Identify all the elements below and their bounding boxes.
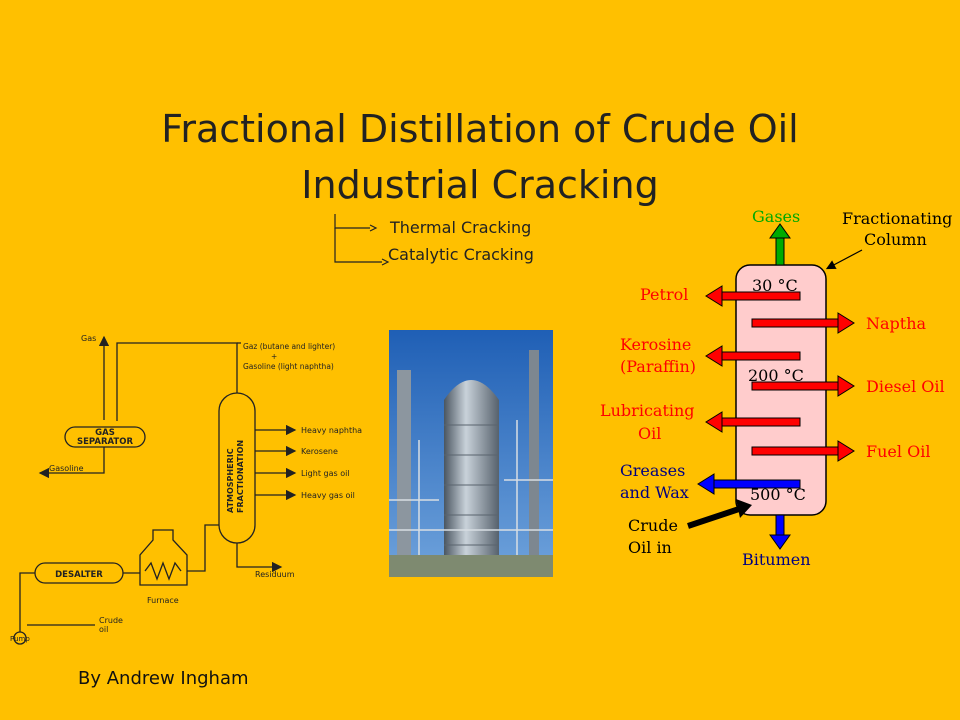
bitumen-arrow <box>769 514 791 550</box>
greases-arrow <box>697 473 801 495</box>
crude-label-2: Oil in <box>628 538 672 557</box>
kerosine-label: Kerosine <box>620 335 691 354</box>
gases-arrow <box>769 223 791 266</box>
naptha-arrow <box>751 312 855 334</box>
gas-separator-label-2: SEPARATOR <box>77 437 133 447</box>
thermal-cracking-label: Thermal Cracking <box>390 218 532 237</box>
page-subtitle: Industrial Cracking <box>301 163 659 207</box>
top-product-label-1: Gaz (butane and lighter) <box>243 342 335 351</box>
gasoline-label: Gasoline <box>49 464 84 473</box>
light-gas-oil-label: Light gas oil <box>301 469 350 478</box>
page-title: Fractional Distillation of Crude Oil <box>161 107 799 151</box>
residuum-label: Residuum <box>255 570 295 579</box>
temp-200: 200 °C <box>748 366 804 385</box>
lubricating-oil-arrow <box>705 411 801 433</box>
column-label-1: ATMOSPHERIC <box>226 448 235 513</box>
fuel-oil-label: Fuel Oil <box>866 442 930 461</box>
petrol-label: Petrol <box>640 285 688 304</box>
column-label-line1: Fractionating <box>842 209 952 228</box>
lubricating-label: Lubricating <box>600 401 695 420</box>
refinery-photo <box>389 330 553 577</box>
fuel-oil-arrow <box>751 440 855 462</box>
furnace-label: Furnace <box>147 596 179 605</box>
top-product-label-2: + <box>271 352 277 361</box>
crude-oil-label-1: Crude <box>99 616 123 625</box>
temp-500: 500 °C <box>750 485 806 504</box>
kerosene-label: Kerosene <box>301 447 338 456</box>
diesel-oil-label: Diesel Oil <box>866 377 945 396</box>
kerosine-arrow <box>705 345 801 367</box>
temp-30: 30 °C <box>752 276 798 295</box>
naptha-label: Naptha <box>866 314 927 333</box>
wax-label: and Wax <box>620 483 689 502</box>
desalter-label: DESALTER <box>55 570 103 580</box>
gas-label: Gas <box>81 334 96 343</box>
diesel-oil-arrow <box>751 375 855 397</box>
column-pointer <box>825 249 863 270</box>
crude-label-1: Crude <box>628 516 678 535</box>
paraffin-label: (Paraffin) <box>620 357 696 376</box>
heavy-naphtha-label: Heavy naphtha <box>301 426 362 435</box>
oil-label: Oil <box>638 424 661 443</box>
column-label-line2: Column <box>864 230 927 249</box>
pump-label: Pump <box>10 635 30 643</box>
top-product-label-3: Gasoline (light naphtha) <box>243 362 334 371</box>
column-label-2: FRACTIONATION <box>236 440 245 513</box>
branch-arrows <box>334 214 390 266</box>
gases-label: Gases <box>752 207 800 226</box>
gas-separator-label-1: GAS <box>95 428 115 438</box>
petrol-arrow <box>705 285 801 307</box>
catalytic-cracking-label: Catalytic Cracking <box>388 245 534 264</box>
author-credit: By Andrew Ingham <box>78 668 249 689</box>
greases-label: Greases <box>620 461 685 480</box>
fractionating-column-diagram: Gases Fractionating Column 30 °C 200 °C … <box>600 207 952 569</box>
bitumen-label: Bitumen <box>742 550 811 569</box>
heavy-gas-oil-label: Heavy gas oil <box>301 491 355 500</box>
crude-oil-label-2: oil <box>99 625 108 634</box>
crude-in-arrow <box>687 505 743 529</box>
process-flow-diagram: Gas GAS SEPARATOR Gasoline Gaz (butane a… <box>10 334 362 645</box>
